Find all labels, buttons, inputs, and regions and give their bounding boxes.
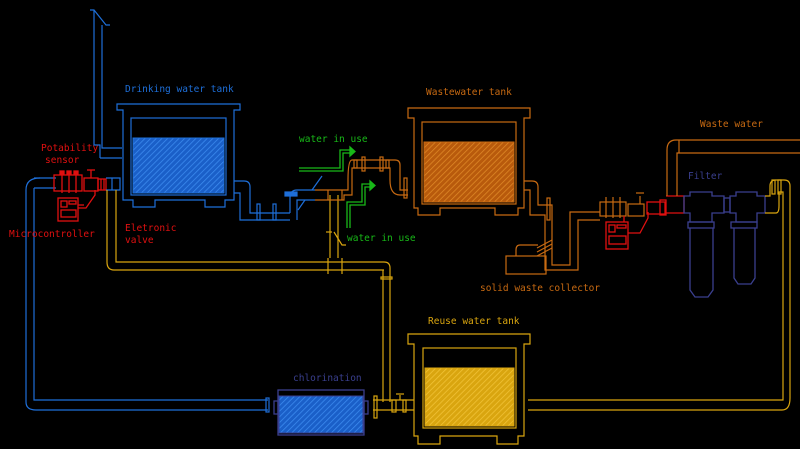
filter-unit[interactable]: [683, 191, 766, 298]
chlorination-label: chlorination: [293, 373, 362, 384]
reuse-supply-pipe: [106, 190, 393, 402]
wastewater-tank: [407, 107, 531, 216]
chlorination-unit[interactable]: [273, 389, 369, 436]
electronic-valve-2[interactable]: [646, 195, 685, 216]
microcontroller-1[interactable]: [57, 190, 96, 222]
water-in-use-label-bottom: water in use: [347, 233, 416, 244]
water-in-use-label-top: water in use: [299, 134, 368, 145]
microcontroller-2[interactable]: [605, 212, 649, 250]
filtered-water-pipe: [528, 179, 791, 411]
water-in-use-arrow-bottom[interactable]: [346, 179, 376, 228]
drinking-water-fill: [132, 137, 225, 194]
reuse-outlet-pipe: [373, 393, 414, 419]
potability-label-line1: Potability: [41, 143, 98, 154]
solid-waste-label: solid waste collector: [480, 283, 600, 294]
wastewater-outlet-pipe: [515, 180, 600, 271]
valve-label-line1: Eletronic: [125, 223, 176, 234]
potability-sensor-1[interactable]: [53, 170, 83, 193]
drinking-water-tank: [116, 103, 241, 208]
solid-waste-collector[interactable]: [505, 255, 547, 275]
drinking-inlet-pipe: [106, 177, 121, 191]
potability-label-line2: sensor: [45, 155, 80, 166]
vent-pipe: [90, 9, 122, 159]
reuse-water-tank: [407, 333, 531, 445]
drinking-return-pipe: [25, 177, 270, 413]
potability-sensor-2[interactable]: [599, 192, 645, 218]
wastewater-inlet-pipe: [315, 156, 408, 201]
drinking-outlet-pipe: [234, 175, 323, 221]
reuse-water-fill: [424, 367, 515, 427]
waste-water-pipe: [666, 139, 800, 196]
wastewater-fill: [423, 141, 515, 203]
electronic-valve-1[interactable]: [83, 169, 107, 192]
waste-water-label: Waste water: [700, 119, 763, 130]
reuse-tank-label: Reuse water tank: [428, 316, 520, 327]
water-in-use-arrow-top[interactable]: [299, 145, 356, 172]
microcontroller-label-1: Microcontroller: [9, 229, 95, 240]
filter-label: Filter: [688, 171, 723, 182]
valve-label-line2: valve: [125, 235, 154, 246]
drinking-tank-label: Drinking water tank: [125, 84, 234, 95]
wastewater-tank-label: Wastewater tank: [426, 87, 512, 98]
